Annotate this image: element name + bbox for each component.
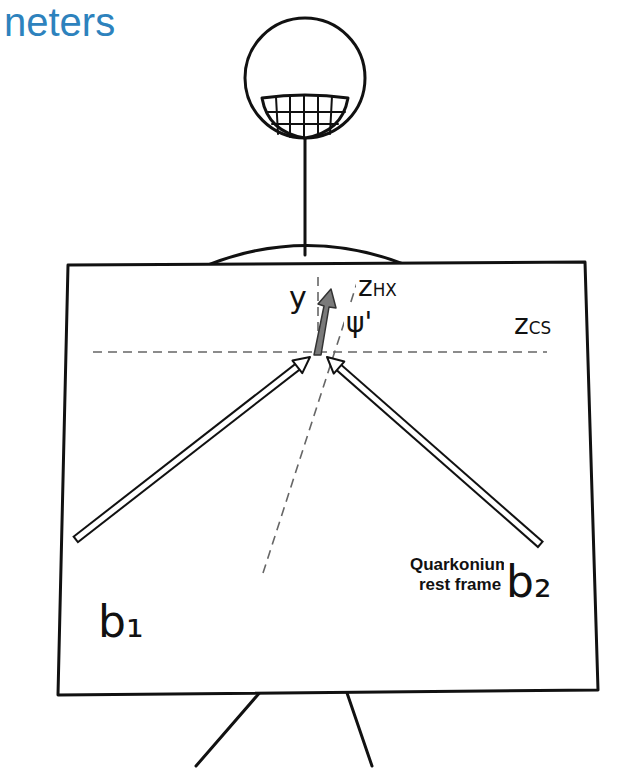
beam-label: b₁ xyxy=(96,596,146,647)
beam-label: b₂ xyxy=(504,556,554,607)
slide-title: neters xyxy=(4,0,115,45)
particle-label: ψ' xyxy=(344,306,374,339)
axis-label: zCS xyxy=(512,308,553,341)
axis-label: y xyxy=(287,280,309,315)
axis-label: zHX xyxy=(356,270,399,303)
